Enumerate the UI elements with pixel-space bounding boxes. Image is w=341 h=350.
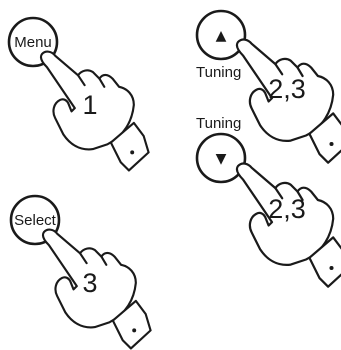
up-arrow-icon: ▲ [216, 28, 227, 44]
tuning-up-step-group: ▲ Tuning 2,3 [195, 9, 341, 164]
menu-step-number: 1 [82, 90, 97, 120]
tuning-up-button[interactable] [195, 9, 247, 61]
tuning-down-step-group: Tuning ▼ 2,3 [195, 115, 341, 288]
select-button-label: Select [14, 212, 57, 229]
tuning-up-caption: Tuning [196, 64, 241, 81]
menu-button-label: Menu [14, 34, 52, 51]
menu-step-group: Menu 1 [7, 16, 150, 172]
tuning-up-step-number: 2,3 [268, 74, 306, 104]
select-step-group: Select 3 [9, 194, 152, 350]
tuning-down-step-number: 2,3 [268, 194, 306, 224]
tuning-down-button[interactable] [195, 132, 247, 184]
tuning-down-caption: Tuning [196, 115, 241, 132]
down-arrow-icon: ▼ [216, 151, 227, 167]
hand-pressing-icon [235, 162, 341, 288]
select-step-number: 3 [82, 268, 97, 298]
